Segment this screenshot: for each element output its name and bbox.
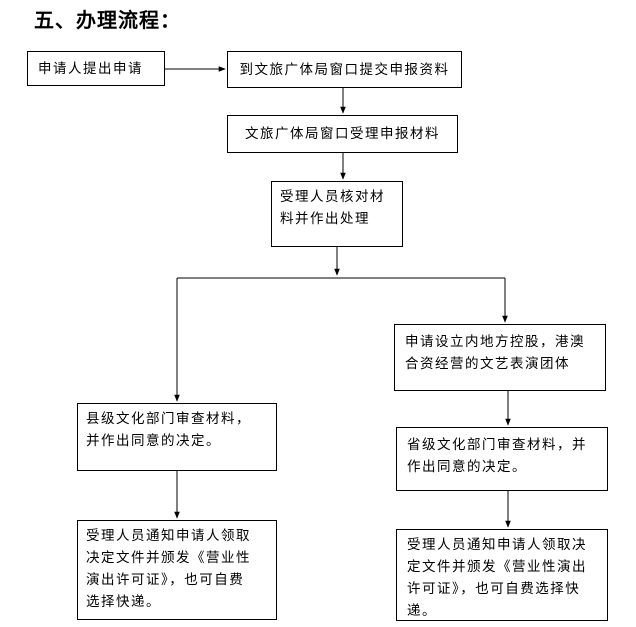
step-verify-box: 受理人员核对材 料并作出处理 [271,181,403,247]
step-apply-box: 申请人提出申请 [27,51,165,86]
step-notify-left-line: 受理人员通知申请人领取 [86,528,251,544]
step-notify-left-box: 受理人员通知申请人领取 决定文件并颁发《营业性 演出许可证》，也可自费 选择快递… [77,520,277,620]
section-heading: 五、办理流程： [34,8,181,32]
step-accept-box: 文旅广体局窗口受理申报材料 [227,115,458,153]
step-notify-right-line: 许可证》，也可自费选择快 [407,581,581,597]
step-county-review-line: 并作出同意的决定。 [86,433,221,449]
step-special-case-box: 申请设立内地方控股，港澳 合资经营的文艺表演团体 [394,324,606,391]
step-county-review-box: 县级文化部门审查材料， 并作出同意的决定。 [77,403,277,471]
step-notify-right-line: 受理人员通知申请人领取决 [407,537,587,553]
step-submit-box: 到文旅广体局窗口提交申报资料 [227,51,462,88]
step-notify-left-line: 选择快递。 [86,594,161,610]
step-notify-left-line: 决定文件并颁发《营业性 [86,550,251,566]
step-special-case-line: 申请设立内地方控股，港澳 [405,334,585,350]
step-notify-left-line: 演出许可证》，也可自费 [86,572,245,588]
step-province-review-box: 省级文化部门审查材料，并 作出同意的决定。 [396,427,608,491]
step-apply-label: 申请人提出申请 [38,60,143,77]
step-submit-label: 到文旅广体局窗口提交申报资料 [239,61,450,78]
step-province-review-line: 省级文化部门审查材料，并 [407,437,587,453]
step-province-review-line: 作出同意的决定。 [407,459,527,475]
step-special-case-line: 合资经营的文艺表演团体 [405,356,570,372]
step-county-review-line: 县级文化部门审查材料， [86,411,251,427]
step-verify-line: 料并作出处理 [280,211,370,227]
step-accept-label: 文旅广体局窗口受理申报材料 [245,126,440,142]
step-notify-right-line: 递。 [407,603,437,619]
step-notify-right-box: 受理人员通知申请人领取决 定文件并颁发《营业性演出 许可证》，也可自费选择快 递… [396,529,608,621]
step-notify-right-line: 定文件并颁发《营业性演出 [407,559,587,575]
step-verify-line: 受理人员核对材 [280,189,385,205]
